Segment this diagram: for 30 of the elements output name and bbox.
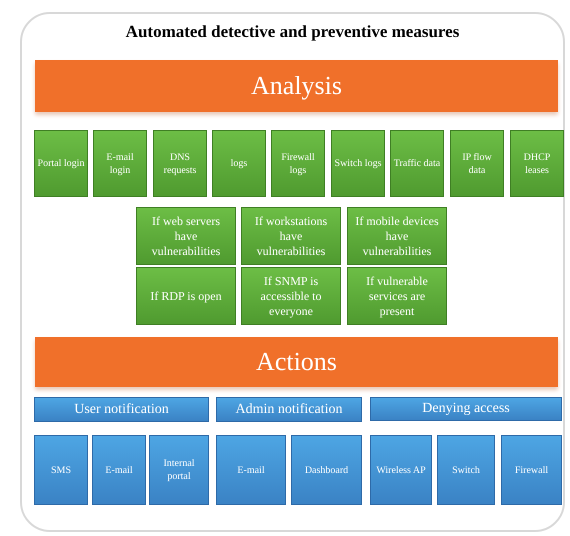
data-source-box: Traffic data xyxy=(390,130,444,197)
category-header: Admin notification xyxy=(216,397,362,422)
condition-box: If workstations have vulnerabilities xyxy=(241,207,341,265)
data-source-box: IP flow data xyxy=(450,130,504,197)
category-header: User notification xyxy=(34,397,209,422)
action-box: Wireless AP xyxy=(370,435,432,505)
data-source-box: DHCP leases xyxy=(510,130,564,197)
data-source-box: logs xyxy=(212,130,266,197)
action-box: SMS xyxy=(34,435,88,505)
section-banner: Analysis xyxy=(35,60,558,112)
condition-box: If vulnerable services are present xyxy=(347,267,447,325)
action-box: Dashboard xyxy=(291,435,362,505)
action-box: Internal portal xyxy=(149,435,209,505)
condition-box: If mobile devices have vulnerabilities xyxy=(347,207,447,265)
data-source-box: DNS requests xyxy=(153,130,207,197)
data-source-box: Switch logs xyxy=(331,130,385,197)
frame-title: Automated detective and preventive measures xyxy=(126,22,460,42)
category-header: Denying access xyxy=(370,397,562,421)
condition-box: If SNMP is accessible to everyone xyxy=(241,267,341,325)
condition-box: If RDP is open xyxy=(136,267,236,325)
action-box: Firewall xyxy=(501,435,562,505)
action-box: E-mail xyxy=(92,435,146,505)
data-source-box: Portal login xyxy=(34,130,88,197)
data-source-box: Firewall logs xyxy=(271,130,325,197)
data-source-box: E-mail login xyxy=(93,130,147,197)
action-box: E-mail xyxy=(216,435,286,505)
action-box: Switch xyxy=(437,435,495,505)
section-banner: Actions xyxy=(35,337,558,387)
frame-panel xyxy=(20,12,565,532)
condition-box: If web servers have vulnerabilities xyxy=(136,207,236,265)
